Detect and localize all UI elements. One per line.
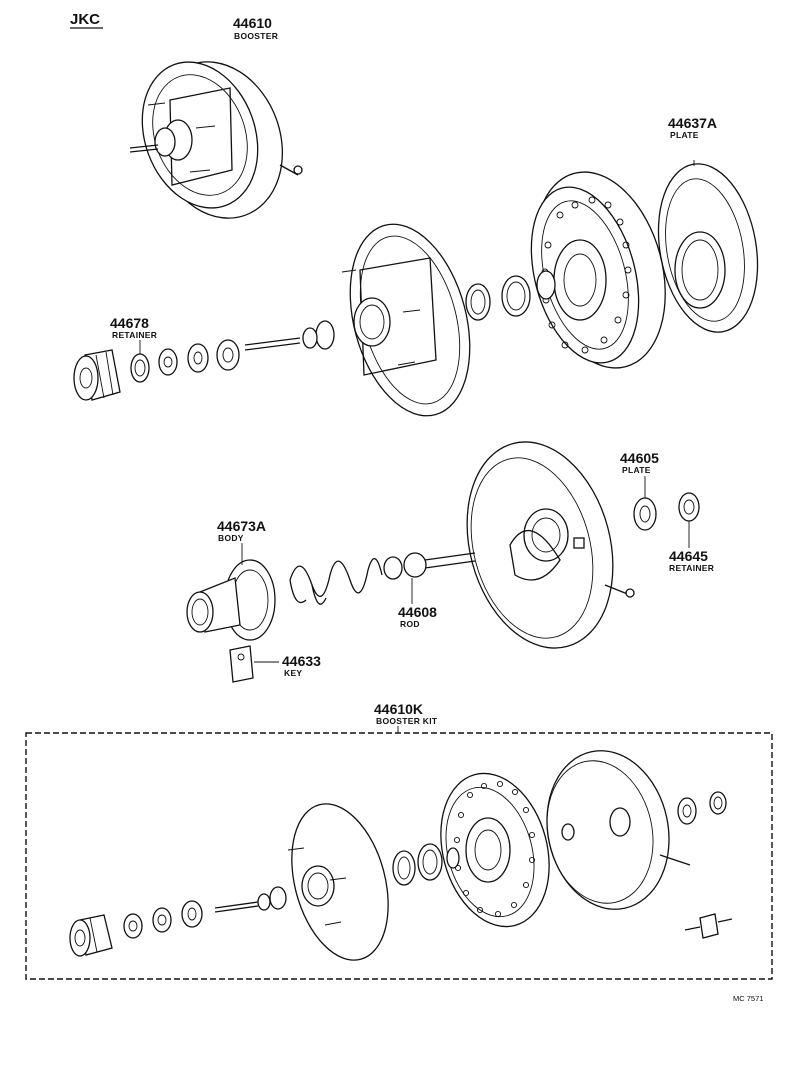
part-name-retainer-small: RETAINER <box>669 563 714 573</box>
part-number-booster: 44610 <box>233 15 272 31</box>
part-number-retainer-front: 44678 <box>110 315 149 331</box>
part-name-key: KEY <box>284 668 302 678</box>
part-number-plate-rear: 44637A <box>668 115 717 131</box>
part-number-booster-kit: 44610K <box>374 701 423 717</box>
header-code: JKC <box>70 11 100 28</box>
booster-exploded-front-drawing <box>73 171 666 417</box>
booster-kit-frame <box>25 732 773 980</box>
part-name-rod: ROD <box>400 619 420 629</box>
part-number-rod: 44608 <box>398 604 437 620</box>
booster-exploded-rear-drawing <box>186 441 700 683</box>
booster-drawing <box>129 61 303 219</box>
part-number-key: 44633 <box>282 653 321 669</box>
part-name-retainer-front: RETAINER <box>112 330 157 340</box>
part-name-plate-rear: PLATE <box>670 130 699 140</box>
part-number-retainer-small: 44645 <box>669 548 708 564</box>
plate-rear-drawing <box>657 160 759 333</box>
part-name-booster: BOOSTER <box>234 31 278 41</box>
part-name-plate-small: PLATE <box>622 465 651 475</box>
footer-code: MC 7571 <box>733 994 763 1003</box>
booster-kit-drawing <box>69 750 733 961</box>
part-number-plate-small: 44605 <box>620 450 659 466</box>
kit-diaphragm-holes <box>453 780 536 918</box>
part-name-body: BODY <box>218 533 244 543</box>
part-name-booster-kit: BOOSTER KIT <box>376 716 438 726</box>
part-number-body: 44673A <box>217 518 266 534</box>
rear-shell-holes <box>541 196 632 354</box>
